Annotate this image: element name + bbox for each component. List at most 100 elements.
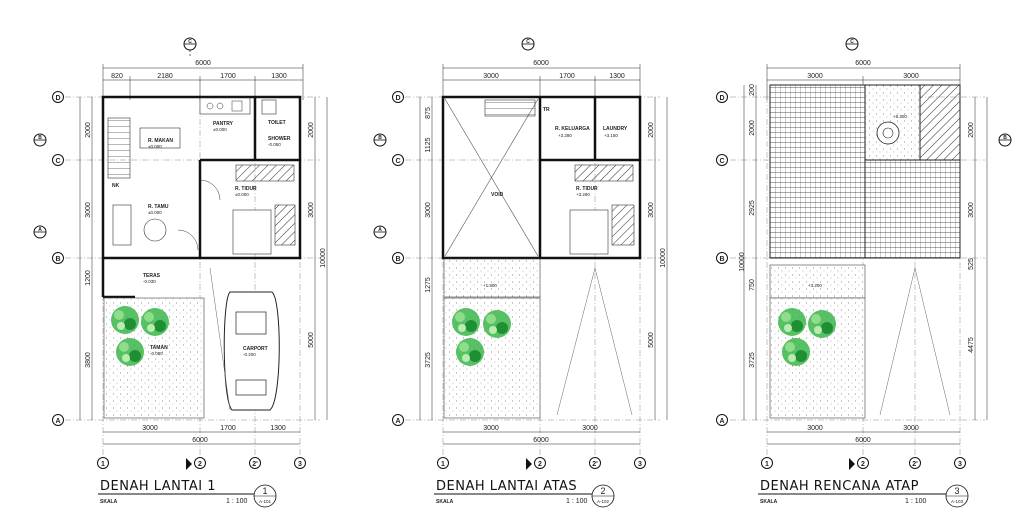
bottom-dimension-lines [767, 431, 960, 445]
sheet-ref: A-103 [951, 499, 964, 504]
section-marker-c: C [521, 37, 535, 51]
axis-label: B [719, 256, 724, 263]
car [223, 291, 280, 411]
axis-label: D [395, 95, 400, 102]
bottom-dim: 1300 [270, 425, 286, 432]
door-swing [177, 229, 199, 251]
room-level: +6.300 [893, 114, 907, 119]
wardrobe [274, 204, 296, 246]
section-mark-label: B [378, 135, 382, 141]
room-label: TAMAN [150, 345, 168, 351]
left-dim: 1125 [425, 137, 432, 152]
row-axis-bubbles: D C B A [392, 91, 404, 426]
right-dim: 2000 [968, 122, 975, 138]
tree [456, 338, 484, 366]
section-marker-a: A [373, 225, 387, 239]
top-dim: 1300 [271, 73, 287, 80]
room-level: -0.200 [243, 352, 256, 357]
left-dim: 2925 [749, 200, 756, 216]
side-dimension-lines [79, 97, 328, 420]
axis-label: 3 [958, 461, 962, 468]
plan-lantai-atas: 6000 3000 1700 1300 C [373, 37, 668, 508]
toilet-fixture [261, 99, 277, 115]
left-dim: 10000 [739, 252, 746, 272]
axis-label: A [719, 418, 724, 425]
axis-label: D [719, 95, 724, 102]
right-dim: 5000 [648, 332, 655, 348]
title-block: DENAH LANTAI ATAS SKALA 1 : 100 2 A-102 [434, 479, 615, 508]
right-dim: 3000 [648, 202, 655, 218]
room-label: CARPORT [243, 346, 268, 352]
stair [107, 117, 131, 179]
walls [101, 95, 302, 299]
room-label: NK [112, 183, 120, 189]
tree [808, 310, 836, 338]
tree [483, 310, 511, 338]
room-level: -0.050 [268, 142, 281, 147]
carport-outline [556, 267, 633, 416]
room-label: R. TIDUR [576, 186, 598, 192]
kitchen-counter [199, 97, 251, 115]
top-dim: 1700 [220, 73, 236, 80]
top-total-dim: 6000 [533, 60, 549, 67]
room-label: PANTRY [213, 121, 234, 127]
axis-label: 3 [298, 461, 302, 468]
bottom-dim: 3000 [483, 425, 499, 432]
plan-title: DENAH RENCANA ATAP [760, 479, 919, 494]
room-level: +3.150 [604, 133, 618, 138]
scale-label: SKALA [436, 499, 454, 505]
col-axis-bubbles: 1 2 2' 3 [97, 457, 306, 470]
right-dim: 3000 [968, 202, 975, 218]
walls [441, 95, 642, 260]
tree [452, 308, 480, 336]
door-swing [199, 179, 221, 201]
bottom-dimension-lines [103, 431, 300, 445]
left-dim: 3800 [85, 352, 92, 368]
section-mark-label: A [378, 227, 382, 233]
room-level: -0.080 [150, 351, 163, 356]
bottom-dim: 3000 [142, 425, 158, 432]
section-mark-label: C [188, 39, 192, 45]
axis-label: B [55, 256, 60, 263]
top-dim: 1300 [609, 73, 625, 80]
bottom-dim: 3000 [903, 425, 919, 432]
wardrobe [611, 204, 635, 246]
section-marker-a: A [33, 225, 47, 239]
left-dim: 875 [425, 107, 432, 119]
sheet-ref: A-101 [259, 499, 272, 504]
room-label: R. MAKAN [148, 138, 173, 144]
right-dim: 10000 [320, 248, 327, 268]
stair [484, 99, 536, 117]
scale-value: 1 : 100 [226, 498, 248, 505]
water-tank [876, 121, 900, 145]
sheet-number: 3 [954, 486, 959, 496]
roof-right [864, 159, 961, 259]
bottom-dimension-lines [443, 431, 640, 445]
top-dimensions [102, 64, 304, 100]
axis-label: D [55, 95, 60, 102]
top-total-dim: 6000 [855, 60, 871, 67]
room-level: +3.200 [808, 283, 822, 288]
bottom-dim: 3000 [582, 425, 598, 432]
axis-label: A [55, 418, 60, 425]
top-dim: 3000 [807, 73, 823, 80]
left-dim: 750 [749, 279, 756, 291]
top-total-dim: 6000 [195, 60, 211, 67]
plan-lantai-1: 6000 820 2180 1700 1300 C [33, 37, 328, 508]
axis-label: 2' [252, 461, 258, 468]
right-dim: 10000 [660, 248, 667, 268]
row-axis-bubbles: D C B A [716, 91, 728, 426]
bottom-dim: 1700 [220, 425, 236, 432]
plan-rencana-atap: 6000 3000 3000 C +6.300 +3.200 [716, 37, 1012, 508]
left-dim: 3725 [749, 352, 756, 368]
bottom-total-dim: 6000 [855, 437, 871, 444]
left-dim: 3000 [85, 202, 92, 218]
section-marker-b: B [373, 133, 387, 147]
axis-label: C [395, 158, 400, 165]
top-dim: 1700 [559, 73, 575, 80]
right-dim: 2000 [308, 122, 315, 138]
left-dim: 2000 [749, 120, 756, 136]
title-block: DENAH RENCANA ATAP SKALA 1 : 100 3 A-103 [758, 479, 969, 508]
room-level: ±0.000 [235, 192, 249, 197]
tree [141, 308, 169, 336]
